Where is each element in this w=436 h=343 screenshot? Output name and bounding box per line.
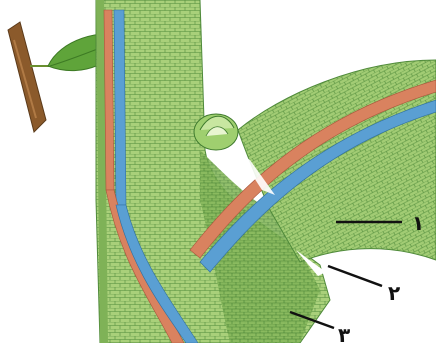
label-2-leader [328,266,382,286]
axillary-bud [194,114,238,150]
label-2: ۲ [388,281,400,305]
side-branch [190,60,436,276]
label-1: ۱ [412,211,424,235]
label-3: ۳ [338,323,350,343]
label-2-group: ۲ [328,266,400,305]
